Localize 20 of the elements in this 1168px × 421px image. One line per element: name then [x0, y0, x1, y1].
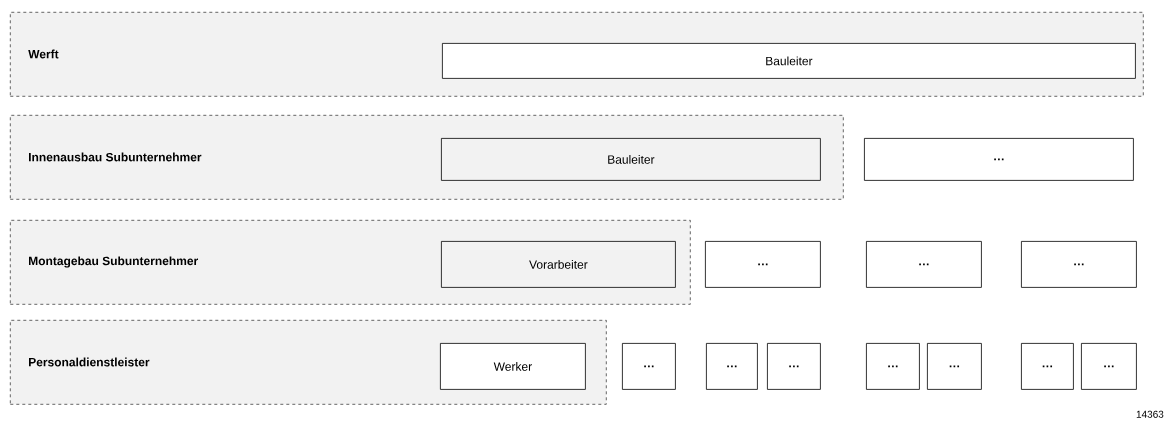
role-box: …: [705, 241, 821, 288]
band-heading: Werft: [28, 49, 59, 59]
role-box: …: [1021, 343, 1074, 390]
role-box: …: [767, 343, 821, 390]
role-box: …: [1021, 241, 1137, 288]
role-box: …: [866, 241, 982, 288]
role-box: Vorarbeiter: [441, 241, 676, 288]
role-box: …: [864, 138, 1134, 181]
role-box: Bauleiter: [441, 138, 821, 181]
role-box: …: [866, 343, 920, 390]
role-box: Werker: [440, 343, 586, 390]
role-box: Bauleiter: [442, 43, 1136, 79]
role-box: …: [1081, 343, 1137, 390]
role-box: …: [706, 343, 758, 390]
band-heading: Innenausbau Subunternehmer: [29, 152, 202, 162]
role-box: …: [927, 343, 982, 390]
role-box: …: [622, 343, 676, 390]
band-heading: Personaldienstleister: [29, 357, 150, 367]
figure-number: 14363: [1136, 410, 1164, 418]
band-heading: Montagebau Subunternehmer: [29, 256, 198, 268]
